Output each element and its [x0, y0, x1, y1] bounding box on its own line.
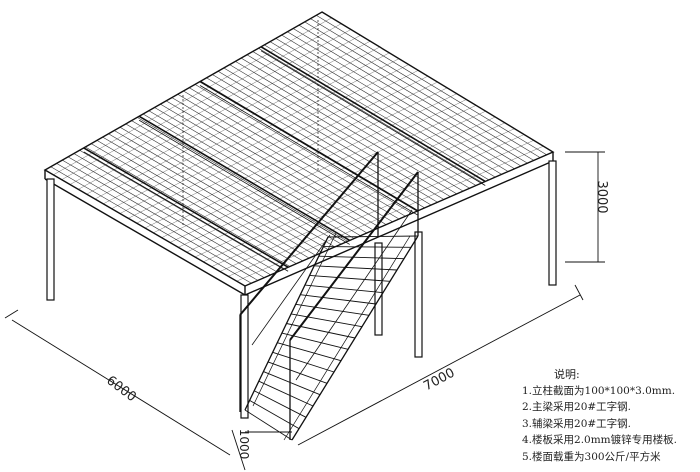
handrail: [289, 171, 419, 341]
stair-tread: [272, 351, 335, 373]
grating-tie: [228, 140, 534, 277]
grating-tie: [69, 29, 351, 185]
stair-tread: [291, 313, 363, 328]
notes-title: 说明:: [554, 368, 580, 381]
note-item: 5.楼面载重为300公斤/平方米: [522, 450, 661, 463]
main-beam-flange: [260, 50, 486, 186]
note-item: 2.主梁采用20#工字钢.: [522, 401, 632, 414]
stair-tread: [300, 294, 377, 305]
stair-tread: [318, 255, 405, 260]
grating-tie: [144, 81, 438, 229]
main-beam-flange: [199, 85, 418, 216]
dim-stair-width-label: 1000: [237, 429, 251, 460]
grating-tie: [194, 116, 496, 258]
main-beam: [260, 46, 486, 183]
grating-tie: [211, 128, 515, 267]
stair-tread: [309, 274, 391, 282]
grating-tie: [153, 87, 448, 233]
grating-tie: [94, 46, 380, 200]
handrail: [239, 151, 379, 316]
stair-tread: [295, 303, 370, 316]
grating-tie: [86, 41, 371, 195]
deck-edge: [244, 160, 554, 296]
grating-tie: [53, 17, 332, 175]
dim-height-label: 3000: [594, 180, 609, 213]
grating-tie: [178, 105, 477, 248]
dim-width-label: 6000: [103, 373, 138, 405]
stair-tread: [244, 409, 293, 441]
stair-tread: [286, 323, 356, 339]
main-beam-flange: [83, 151, 289, 272]
main-beams: [83, 46, 486, 272]
grating-tie: [103, 52, 390, 204]
grating-tie: [161, 93, 457, 238]
stair-tread: [327, 235, 419, 238]
stair-tread: [277, 342, 342, 362]
stair-tread: [267, 361, 328, 384]
column: [240, 294, 249, 419]
stair-tread: [263, 371, 321, 396]
main-beam: [199, 80, 418, 212]
grating-tie: [136, 76, 428, 224]
dimension-lines: [4, 151, 605, 471]
deck-frame: [43, 11, 555, 296]
column: [46, 178, 55, 301]
dim-line-width: [11, 319, 231, 456]
stair-tread: [249, 399, 300, 430]
dim-line-length: [297, 294, 581, 446]
notes-list: 1.立柱截面为100*100*3.0mm. 2.主梁采用20#工字钢. 3.辅梁…: [522, 383, 677, 465]
dim-extension: [231, 429, 246, 471]
stair-tread: [258, 380, 314, 407]
grating-tie: [111, 58, 400, 209]
main-beam: [138, 115, 351, 242]
stair-tread: [254, 390, 307, 418]
column: [548, 160, 557, 286]
grating-tie: [169, 99, 467, 243]
stair-stringer-inner: [252, 232, 337, 407]
note-item: 3.辅梁采用20#工字钢.: [522, 417, 632, 430]
main-beam-flange: [138, 119, 350, 245]
stair-tread: [323, 246, 412, 248]
grating-tie: [78, 35, 361, 190]
main-beam: [83, 147, 289, 268]
column: [414, 231, 423, 358]
note-item: 1.立柱截面为100*100*3.0mm.: [522, 385, 676, 397]
floor-grating: [50, 15, 547, 284]
dim-tick: [4, 309, 19, 319]
columns: [46, 20, 557, 419]
staircase: [239, 151, 419, 441]
grating-tie: [119, 64, 409, 214]
grating-tie: [219, 134, 525, 272]
stair-tread: [314, 265, 398, 271]
grating-tie: [236, 146, 544, 282]
stair-tread: [304, 284, 384, 294]
note-item: 4.楼板采用2.0mm镀锌专用楼板.: [522, 434, 677, 447]
dim-tick: [574, 284, 584, 301]
grating-tie: [186, 111, 486, 253]
grating-tie: [61, 23, 342, 180]
deck-edge: [44, 178, 246, 296]
mid-rail: [251, 234, 331, 346]
column: [374, 242, 383, 336]
mid-rail: [295, 209, 413, 381]
grating-tie: [128, 70, 419, 219]
grating-tie: [203, 122, 505, 262]
